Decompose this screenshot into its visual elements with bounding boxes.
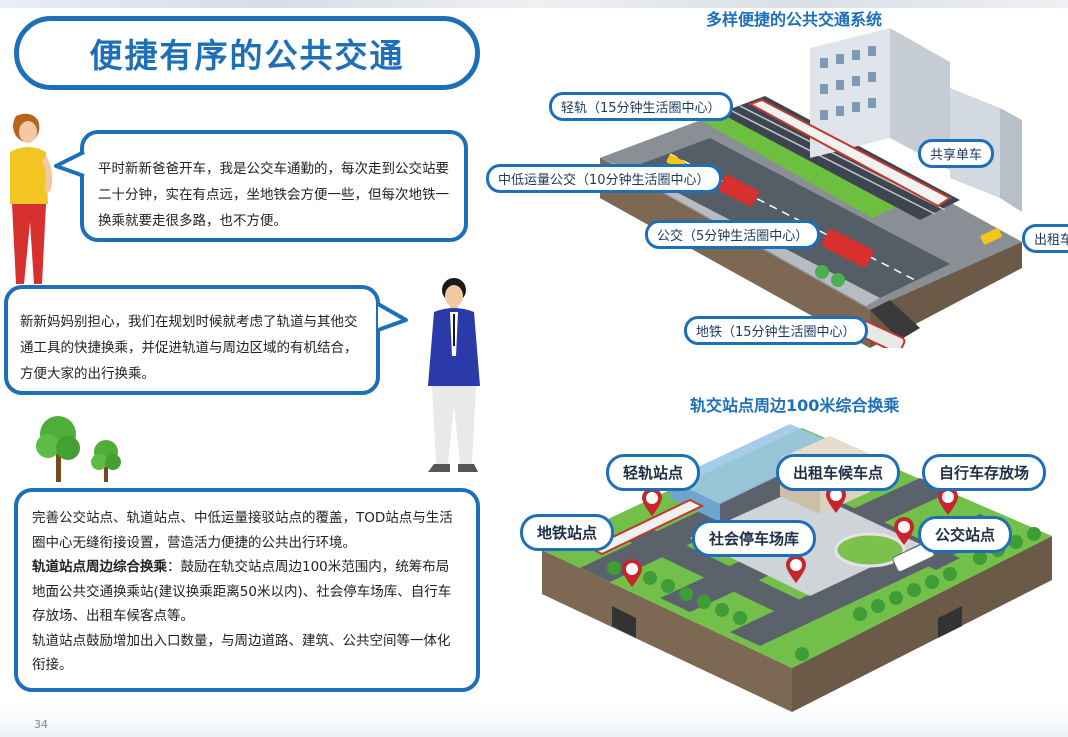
interchange-diagram-title: 轨交站点周边100米综合换乘 bbox=[690, 396, 900, 415]
label-metro-station: 地铁站点 bbox=[520, 514, 615, 551]
bottom-decor-strip bbox=[0, 707, 1068, 737]
planner-figure bbox=[428, 278, 480, 472]
label-taxi-stand: 出租车候车点 bbox=[776, 454, 901, 491]
bubble-tail-left bbox=[54, 150, 85, 178]
bubble-tail-right bbox=[377, 302, 408, 332]
pin-light-rail-icon bbox=[642, 488, 662, 516]
summary-heading: 轨道站点周边综合换乘 bbox=[32, 559, 167, 575]
label-taxi: 出租车 bbox=[1022, 224, 1068, 253]
label-bus-stop: 公交站点 bbox=[918, 516, 1013, 553]
label-metro: 地铁（15分钟生活圈中心） bbox=[684, 316, 868, 345]
system-diagram-title: 多样便捷的公共交通系统 bbox=[706, 10, 883, 29]
label-medium-bus: 中低运量公交（10分钟生活圈中心） bbox=[486, 164, 722, 193]
page-number: 34 bbox=[34, 718, 48, 731]
planner-dialog-text: 新新妈妈别担心，我们在规划时候就考虑了轨道与其他交通工具的快捷换乘，并促进轨道与… bbox=[20, 314, 358, 382]
transit-system-illustration bbox=[600, 28, 1022, 348]
label-parking: 社会停车场库 bbox=[692, 520, 817, 557]
label-bike-share: 共享单车 bbox=[918, 139, 995, 168]
pin-metro-icon bbox=[622, 559, 642, 587]
pin-bus-icon bbox=[894, 517, 914, 545]
label-light-rail-station: 轻轨站点 bbox=[606, 454, 701, 491]
top-decor-strip bbox=[0, 0, 1068, 8]
label-bike-parking: 自行车存放场 bbox=[922, 454, 1047, 491]
summary-paragraph-3: 轨道站点鼓励增加出入口数量，与周边道路、建筑、公共空间等一体化衔接。 bbox=[32, 632, 451, 674]
mother-dialog-text: 平时新新爸爸开车，我是公交车通勤的，每次走到公交站要二十分钟，实在有点远，坐地铁… bbox=[98, 161, 449, 229]
speech-bubble-mother: 平时新新爸爸开车，我是公交车通勤的，每次走到公交站要二十分钟，实在有点远，坐地铁… bbox=[80, 130, 468, 242]
summary-paragraph-1: 完善公交站点、轨道站点、中低运量接驳站点的覆盖，TOD站点与生活圈中心无缝衔接设… bbox=[32, 510, 453, 551]
pin-parking-icon bbox=[786, 555, 806, 583]
summary-box: 完善公交站点、轨道站点、中低运量接驳站点的覆盖，TOD站点与生活圈中心无缝衔接设… bbox=[14, 488, 480, 692]
mother-figure bbox=[10, 113, 53, 284]
pin-bike-icon bbox=[938, 487, 958, 515]
speech-bubble-planner: 新新妈妈别担心，我们在规划时候就考虑了轨道与其他交通工具的快捷换乘，并促进轨道与… bbox=[4, 285, 380, 395]
label-bus: 公交（5分钟生活圈中心） bbox=[645, 220, 821, 249]
tree-decor bbox=[36, 416, 121, 482]
summary-paragraph-2: 轨道站点周边综合换乘：鼓励在轨交站点周边100米范围内，统筹布局地面公共交通换乘… bbox=[32, 555, 462, 629]
summary-paragraph-2-text: ：鼓励在轨交站点周边100米范围内，统筹布局地面公共交通换乘站(建议换乘距离50… bbox=[32, 559, 452, 624]
label-light-rail: 轻轨（15分钟生活圈中心） bbox=[549, 92, 733, 121]
title-banner: 便捷有序的公共交通 bbox=[14, 16, 480, 90]
page-title: 便捷有序的公共交通 bbox=[89, 36, 405, 75]
pin-taxi-icon bbox=[826, 485, 846, 513]
